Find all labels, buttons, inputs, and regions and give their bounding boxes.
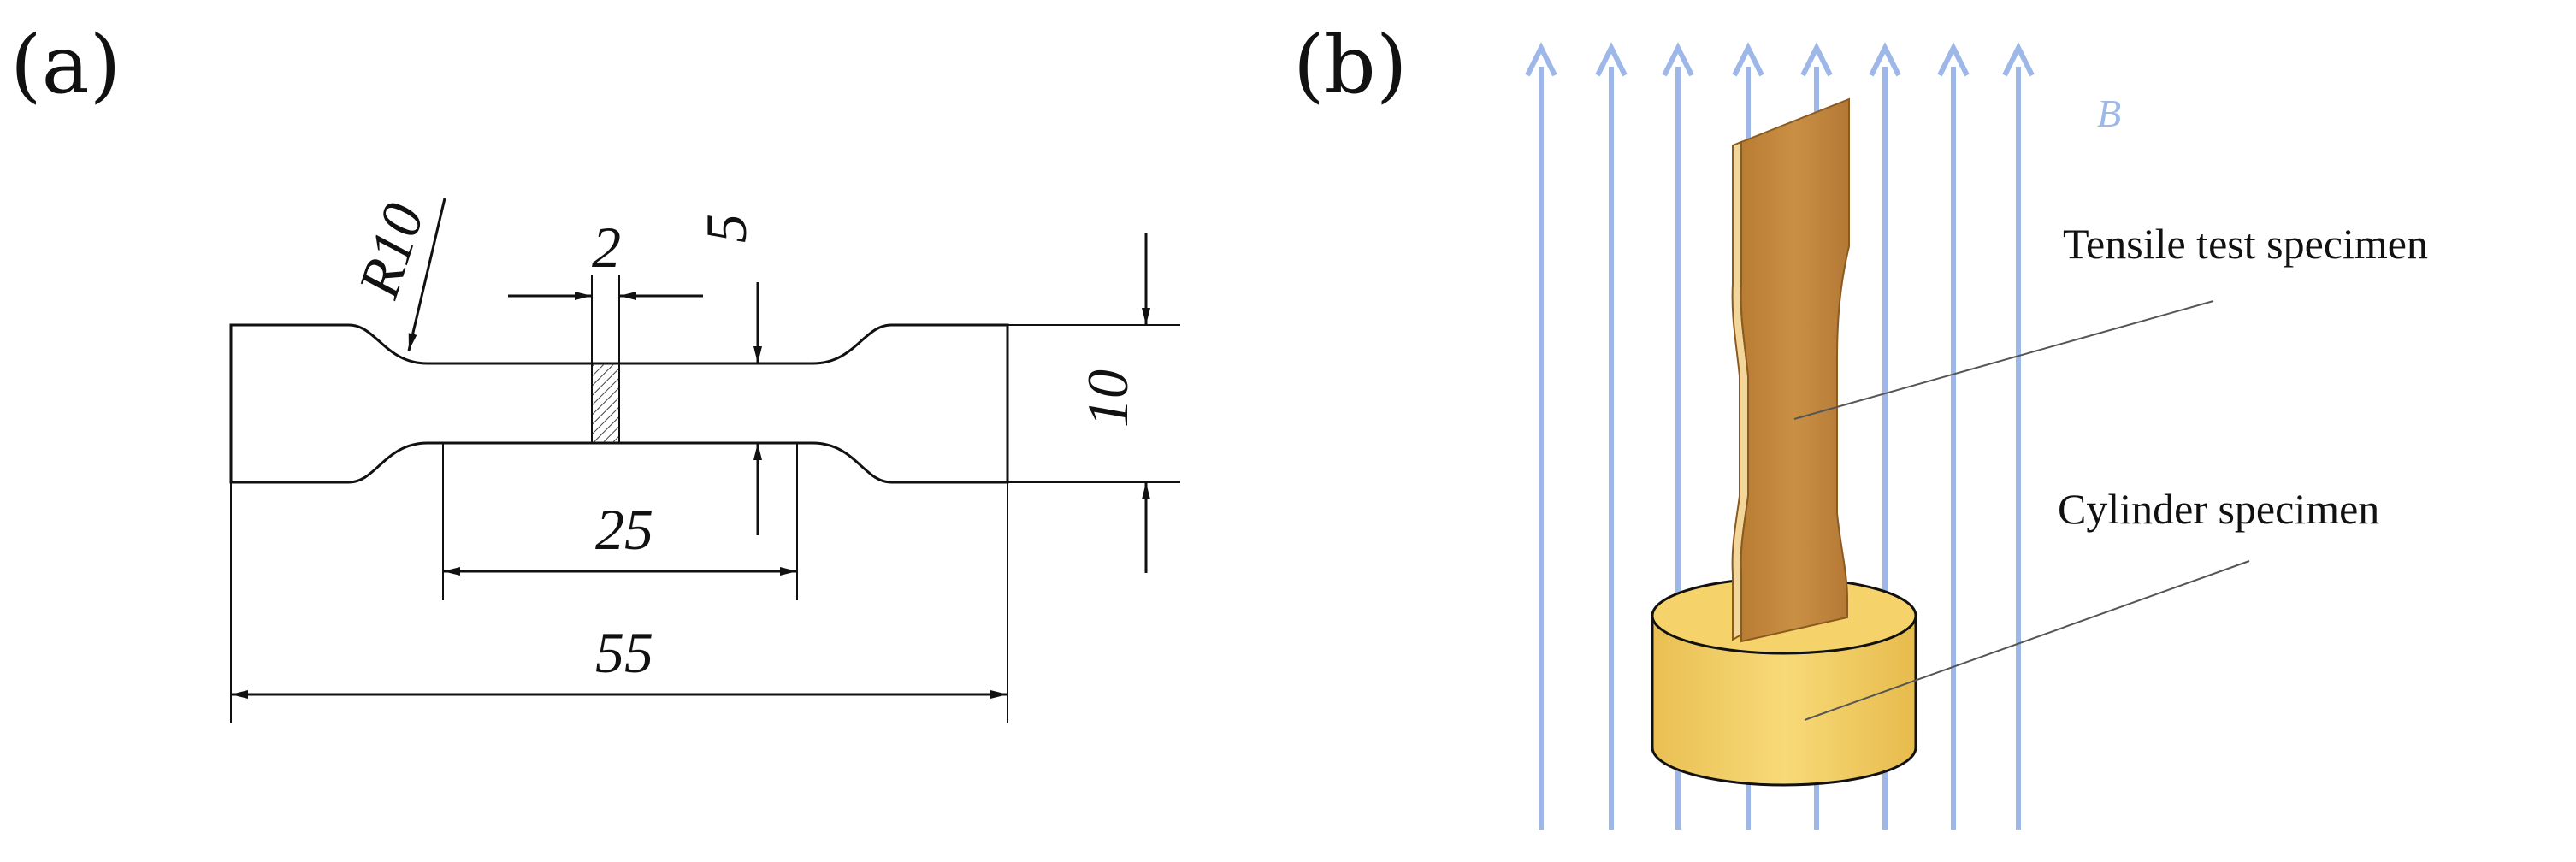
tensile-specimen-face: [1740, 97, 1850, 643]
tensile-callout-label: Tensile test specimen: [2063, 220, 2428, 268]
panel-a-label: (a): [10, 19, 121, 112]
tensile-callout-leader: [1793, 300, 2214, 420]
field-arrowhead-8: [2002, 42, 2035, 77]
field-arrowhead-3: [1662, 42, 1694, 77]
gap-label: 2: [592, 215, 621, 280]
radius-arrow: [407, 198, 446, 351]
field-arrowhead-6: [1869, 42, 1901, 77]
hatched-gauge-section: [591, 363, 620, 444]
cylinder-callout-label: Cylinder specimen: [2058, 485, 2379, 533]
cylinder-specimen: [1651, 576, 1917, 787]
field-arrowhead-5: [1800, 42, 1833, 77]
gauge-length-label: 25: [595, 497, 653, 562]
tensile-specimen: [1731, 97, 1850, 643]
field-arrowhead-2: [1595, 42, 1628, 77]
cylinder-body: [1651, 614, 1917, 787]
field-arrowhead-1: [1525, 42, 1557, 77]
total-length-label: 55: [595, 620, 653, 685]
field-arrowhead-7: [1937, 42, 1970, 77]
field-label-b: B: [2097, 92, 2121, 135]
panel-b-label: (b): [1293, 19, 1408, 112]
thickness-label: 5: [694, 214, 759, 243]
panel-b: (b) B Tensile test specimen Cylinder spe…: [1293, 19, 2428, 830]
field-arrowhead-4: [1732, 42, 1764, 77]
cylinder-callout-leader: [1804, 560, 2250, 721]
height-label: 10: [1075, 369, 1140, 428]
panel-a: (a) R10 2 5 10 25 55: [10, 19, 1180, 723]
